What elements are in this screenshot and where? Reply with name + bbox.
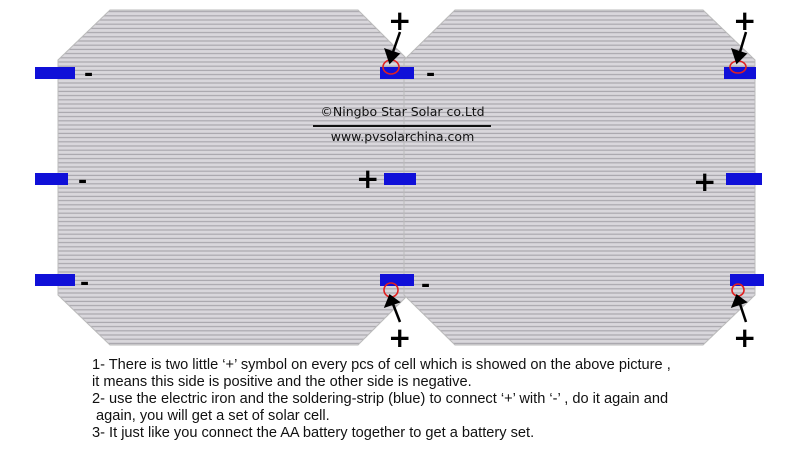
note-line: again, you will get a set of solar cell. [92,408,330,424]
plus-sign: + [693,165,716,198]
plus-sign: + [356,162,379,195]
note-line: 1- There is two little ‘+’ symbol on eve… [92,357,671,373]
minus-sign: - [84,62,93,87]
solar-cell-right [403,9,756,346]
plus-sign: + [388,4,411,37]
plus-sign: + [733,4,756,37]
soldering-strips [35,67,764,286]
solar-cell-left [57,9,409,346]
note-line: 2- use the electric iron and the solderi… [92,391,669,407]
note-line: 3- It just like you connect the AA batte… [92,425,535,441]
arrows [383,31,748,323]
minus-sign: - [80,271,89,296]
plus-sign: + [388,321,411,354]
watermark-website: www.pvsolarchina.com [330,129,475,144]
watermark-company: ©Ningbo Star Solar co.Ltd [320,104,485,119]
instructions: 1- There is two little ‘+’ symbol on eve… [92,357,671,442]
note-line: it means this side is positive and the o… [92,374,472,390]
minus-sign: - [78,169,87,194]
plus-sign: + [733,321,756,354]
minus-sign: - [426,62,435,87]
watermark-divider [313,125,491,127]
minus-sign: - [421,273,430,298]
